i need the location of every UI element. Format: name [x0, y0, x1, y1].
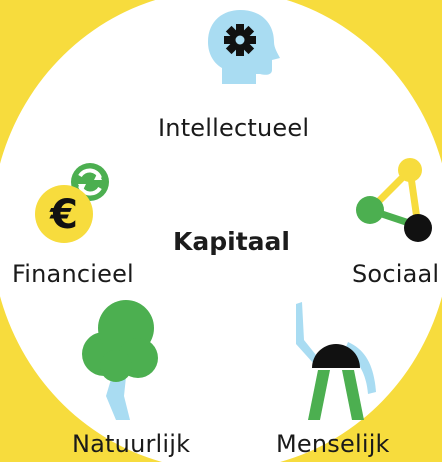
person-figure-icon — [296, 302, 376, 420]
center-title: Kapitaal — [173, 227, 290, 256]
label-menselijk: Menselijk — [276, 430, 390, 458]
euro-coin-icon: € — [35, 163, 109, 243]
network-triangle-icon — [356, 158, 432, 242]
label-financieel: Financieel — [12, 260, 134, 288]
svg-text:€: € — [49, 192, 78, 238]
head-gear-icon — [208, 10, 280, 84]
label-sociaal: Sociaal — [352, 260, 440, 288]
tree-icon — [82, 300, 158, 420]
label-intellectueel: Intellectueel — [158, 114, 310, 142]
label-natuurlijk: Natuurlijk — [72, 430, 191, 458]
